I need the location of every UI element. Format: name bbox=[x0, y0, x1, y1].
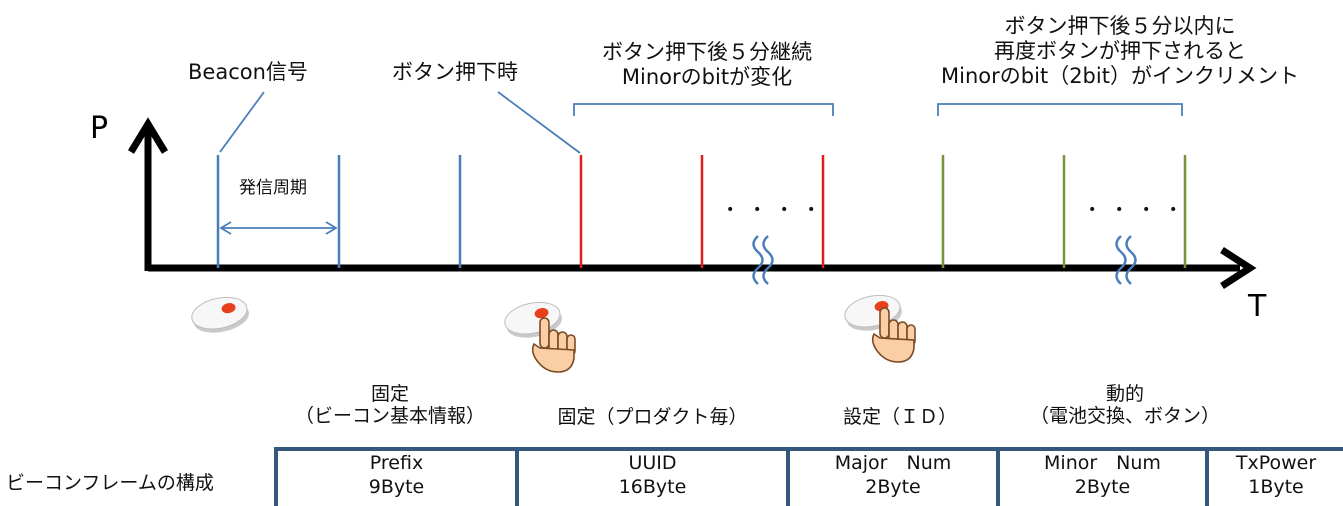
power-axis-label: P bbox=[90, 111, 109, 146]
press-leader-line bbox=[497, 91, 581, 154]
period-arrow bbox=[219, 221, 338, 235]
frame-divider bbox=[1205, 448, 1209, 506]
time-axis bbox=[148, 247, 1257, 289]
frame-cell-minor: Minor Num 2Byte bbox=[1000, 448, 1205, 506]
group-label-fixed-basic: 固定 （ビーコン基本情報） bbox=[270, 383, 510, 428]
frame-cell-uuid: UUID 16Byte bbox=[519, 448, 786, 506]
frame-cell-minor-name: Minor Num bbox=[1044, 452, 1161, 474]
frame-cell-txpower-size: 1Byte bbox=[1248, 475, 1304, 498]
group-label-dynamic-line-1: 動的 bbox=[1105, 383, 1144, 405]
ellipsis-1: ．．．． bbox=[724, 188, 846, 218]
after-press-label: ボタン押下後５分継続 Minorのbitが変化 bbox=[572, 40, 842, 90]
beacon-device-icon bbox=[191, 296, 249, 333]
group-label-fixed-product: 固定（プロダクト毎） bbox=[520, 406, 785, 428]
button-pressed-label: ボタン押下時 bbox=[392, 60, 518, 84]
frame-cell-prefix: Prefix 9Byte bbox=[278, 448, 515, 506]
frame-cell-prefix-name: Prefix bbox=[369, 452, 424, 474]
frame-cell-prefix-size: 9Byte bbox=[368, 475, 425, 498]
beacon-signal-label: Beacon信号 bbox=[188, 60, 308, 84]
frame-cell-txpower-name: TxPower bbox=[1235, 452, 1317, 474]
frame-cell-minor-size: 2Byte bbox=[1074, 475, 1131, 498]
period-label: 発信周期 bbox=[239, 178, 307, 198]
frame-divider bbox=[274, 448, 278, 506]
group-label-dynamic: 動的 （電池交換、ボタン） bbox=[1000, 383, 1250, 428]
time-axis-label: T bbox=[1248, 289, 1267, 324]
group-label-fixed-basic-line-2: （ビーコン基本情報） bbox=[294, 405, 485, 428]
frame-cell-uuid-size: 16Byte bbox=[618, 475, 687, 498]
frame-divider bbox=[515, 448, 519, 506]
frame-divider bbox=[996, 448, 1000, 506]
group-label-dynamic-line-2: （電池交換、ボタン） bbox=[1029, 405, 1220, 428]
after-press-line-2: Minorのbitが変化 bbox=[621, 64, 793, 89]
group-label-setting: 設定（ＩＤ） bbox=[800, 406, 1000, 428]
group-label-fixed-product-line-1: 固定（プロダクト毎） bbox=[557, 406, 748, 428]
frame-cell-uuid-name: UUID bbox=[628, 452, 677, 474]
pressing-hand-icon bbox=[531, 317, 576, 373]
power-axis bbox=[128, 117, 168, 271]
after-press-line-1: ボタン押下後５分継続 bbox=[602, 40, 812, 64]
time-break-mark-2 bbox=[1115, 235, 1137, 285]
repress-bracket bbox=[937, 103, 1183, 116]
ellipsis-2: ．．．． bbox=[1086, 188, 1208, 218]
repress-line-1: ボタン押下後５分以内に bbox=[1004, 14, 1236, 38]
repressing-hand-icon bbox=[871, 307, 916, 363]
repress-line-3: Minorのbit（2bit）がインクリメント bbox=[941, 63, 1299, 88]
after-press-bracket bbox=[573, 103, 834, 116]
repress-line-2: 再度ボタンが押下されると bbox=[994, 38, 1246, 63]
frame-cell-major: Major Num 2Byte bbox=[790, 448, 996, 506]
frame-cell-major-name: Major Num bbox=[834, 452, 952, 474]
beacon-leader-line bbox=[219, 91, 265, 153]
group-label-setting-line-1: 設定（ＩＤ） bbox=[842, 406, 957, 428]
time-break-mark-1 bbox=[752, 235, 774, 285]
frame-row-label: ビーコンフレームの構成 bbox=[6, 472, 214, 494]
frame-cell-txpower: TxPower 1Byte bbox=[1209, 448, 1343, 506]
repress-label: ボタン押下後５分以内に 再度ボタンが押下されると Minorのbit（2bit）… bbox=[910, 14, 1330, 88]
group-label-fixed-basic-line-1: 固定 bbox=[370, 383, 409, 405]
frame-cell-major-size: 2Byte bbox=[865, 475, 921, 498]
frame-divider bbox=[786, 448, 790, 506]
